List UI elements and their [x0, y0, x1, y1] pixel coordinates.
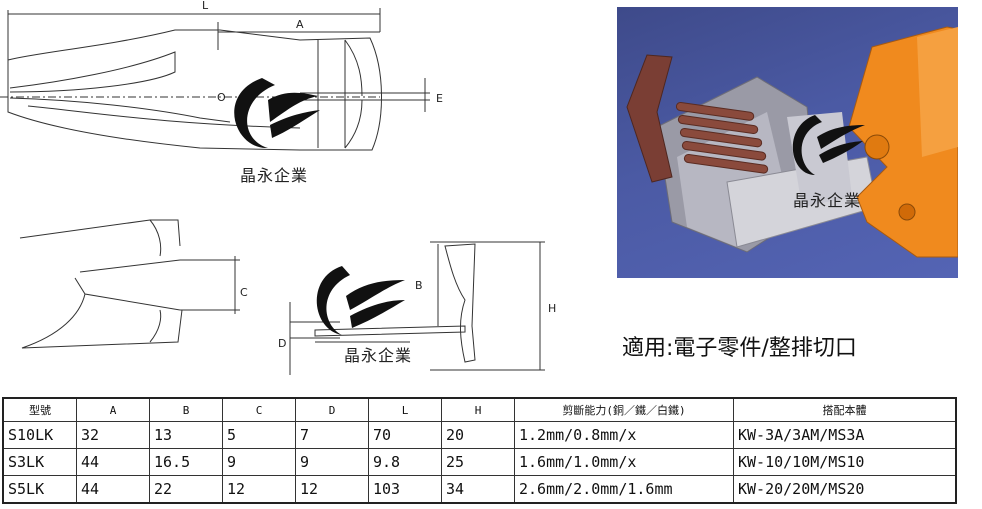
cell-cutting-capacity: 1.2mm/0.8mm/x [514, 421, 734, 449]
cell-b: 16.5 [149, 448, 223, 476]
watermark-text-middle: 晶永企業 [344, 346, 413, 365]
dim-label-B: B [415, 279, 423, 292]
header-d: D [295, 397, 369, 422]
dim-label-O: O [217, 91, 226, 104]
cell-l: 70 [368, 421, 442, 449]
header-cutting-capacity: 剪斷能力(銅／鐵／白鐵) [514, 397, 734, 422]
cell-b: 13 [149, 421, 223, 449]
header-c: C [222, 397, 296, 422]
cell-model: S5LK [2, 475, 77, 504]
cell-c: 9 [222, 448, 296, 476]
dim-label-H: H [548, 302, 557, 315]
dim-label-A: A [296, 18, 304, 31]
table-header-row: 型號 A B C D L H 剪斷能力(銅／鐵／白鐵) 搭配本體 [2, 397, 957, 422]
table-row: S10LK 32 13 5 7 70 20 1.2mm/0.8mm/x KW-3… [2, 421, 957, 449]
cell-a: 44 [76, 475, 150, 504]
dim-label-E: E [436, 92, 443, 105]
cell-cutting-capacity: 1.6mm/1.0mm/x [514, 448, 734, 476]
cell-d: 7 [295, 421, 369, 449]
cell-matching-body: KW-10/10M/MS10 [733, 448, 957, 476]
cell-cutting-capacity: 2.6mm/2.0mm/1.6mm [514, 475, 734, 504]
cell-d: 9 [295, 448, 369, 476]
watermark-text-top: 晶永企業 [240, 166, 309, 185]
blade-top-view-drawing [0, 8, 430, 151]
header-h: H [441, 397, 515, 422]
spec-table: 型號 A B C D L H 剪斷能力(銅／鐵／白鐵) 搭配本體 S10LK 3… [2, 397, 957, 504]
cell-c: 5 [222, 421, 296, 449]
cell-matching-body: KW-20/20M/MS20 [733, 475, 957, 504]
cell-model: S3LK [2, 448, 77, 476]
cell-a: 32 [76, 421, 150, 449]
cell-matching-body: KW-3A/3AM/MS3A [733, 421, 957, 449]
watermark-text-photo: 晶永企業 [793, 191, 862, 210]
header-b: B [149, 397, 223, 422]
table-row: S3LK 44 16.5 9 9 9.8 25 1.6mm/1.0mm/x KW… [2, 448, 957, 476]
product-render-image: 晶永企業 [617, 7, 958, 278]
cell-model: S10LK [2, 421, 77, 449]
dim-label-D: D [278, 337, 287, 350]
cell-l: 103 [368, 475, 442, 504]
cell-c: 12 [222, 475, 296, 504]
application-caption: 適用:電子零件/整排切口 [622, 336, 857, 361]
cell-a: 44 [76, 448, 150, 476]
cell-d: 12 [295, 475, 369, 504]
header-model: 型號 [2, 397, 77, 422]
header-l: L [368, 397, 442, 422]
cell-l: 9.8 [368, 448, 442, 476]
header-a: A [76, 397, 150, 422]
header-matching-body: 搭配本體 [733, 397, 957, 422]
dim-label-C: C [240, 286, 248, 299]
dim-label-L: L [202, 0, 209, 12]
blade-front-view-drawing [289, 241, 545, 375]
blade-side-view-drawing [19, 219, 240, 349]
cell-h: 20 [441, 421, 515, 449]
table-row: S5LK 44 22 12 12 103 34 2.6mm/2.0mm/1.6m… [2, 475, 957, 504]
cell-h: 25 [441, 448, 515, 476]
cell-b: 22 [149, 475, 223, 504]
cell-h: 34 [441, 475, 515, 504]
